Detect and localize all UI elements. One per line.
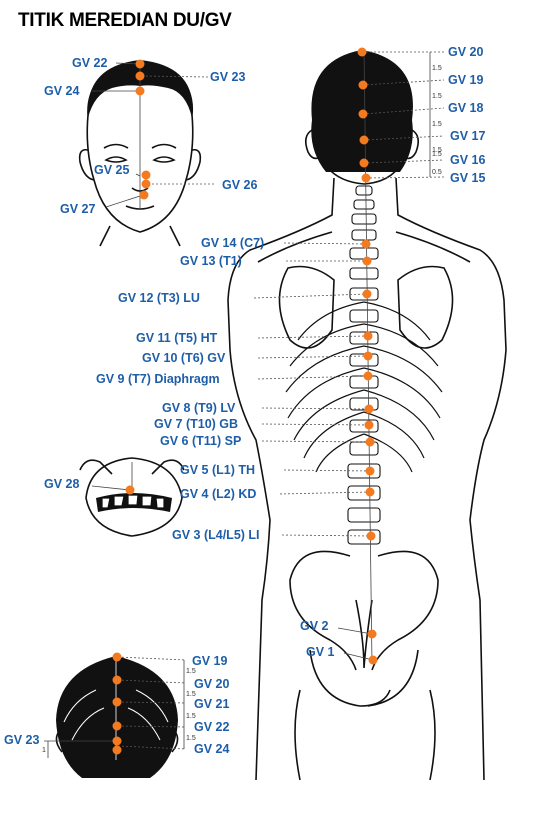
spacing-back-6: 0.5 [432,169,442,176]
label-gv3: GV 3 (L4/L5) LI [172,528,260,542]
point-gv11 [363,331,373,341]
point-gv16-back [359,158,369,168]
point-gv22-face [135,59,145,69]
point-gv14 [361,239,371,249]
label-face-gv23: GV 23 [210,70,245,84]
label-gv2: GV 2 [300,619,329,633]
label-crown-gv21: GV 21 [194,697,229,711]
point-gv3 [366,531,376,541]
label-gv15: GV 15 [450,171,485,185]
point-gv1 [368,655,378,665]
point-gv22-crown [112,721,122,731]
point-gv12 [362,289,372,299]
label-face-gv27: GV 27 [60,202,95,216]
label-crown-gv23: GV 23 [4,733,39,747]
point-gv5 [365,466,375,476]
crown-illustration [55,656,179,778]
point-gv28 [125,485,135,495]
point-gv17-back [359,135,369,145]
label-crown-gv19: GV 19 [192,654,227,668]
label-gv1: GV 1 [306,645,335,659]
spacing-back-4: 1.5 [432,147,442,154]
label-gv8: GV 8 (T9) LV [162,401,236,415]
label-gv17: GV 17 [450,129,485,143]
point-gv6 [365,437,375,447]
spacing-back-2: 1.5 [432,93,442,100]
point-gv26 [141,179,151,189]
acupoints [112,47,378,755]
point-gv9 [363,371,373,381]
point-gv13 [362,256,372,266]
label-gv20: GV 20 [448,45,483,59]
label-gv14: GV 14 (C7) [201,236,264,250]
point-gv24-face [135,86,145,96]
spacing-back-5: 1.5 [432,151,442,158]
diagram-title: TITIK MEREDIAN DU/GV [18,10,232,31]
face-illustration [78,60,202,247]
point-gv27 [139,190,149,200]
mouth-illustration [79,457,185,537]
label-gv5: GV 5 (L1) TH [180,463,255,477]
label-gv12: GV 12 (T3) LU [118,291,200,305]
crown-labels: GV 19 GV 20 GV 21 GV 22 GV 23 GV 24 [4,654,229,756]
point-gv15-back [361,173,371,183]
label-gv13: GV 13 (T1) [180,254,242,268]
label-gv11: GV 11 (T5) HT [136,331,218,345]
point-gv8 [364,404,374,414]
point-gv18-back [358,109,368,119]
label-gv9: GV 9 (T7) Diaphragm [96,372,220,386]
spacing-numbers: 1.5 1.5 1.5 1.5 1.5 0.5 1.5 1.5 1.5 1.5 … [42,65,442,754]
point-gv4 [365,487,375,497]
label-crown-gv22: GV 22 [194,720,229,734]
head-leader-lines [44,62,216,758]
spacing-crown-1: 1.5 [186,668,196,675]
point-gv24-crown [112,745,122,755]
label-face-gv24: GV 24 [44,84,79,98]
label-gv10: GV 10 (T6) GV [142,351,226,365]
point-gv20-crown [112,675,122,685]
spacing-back-1: 1.5 [432,65,442,72]
label-crown-gv20: GV 20 [194,677,229,691]
spacing-crown-2: 1.5 [186,691,196,698]
point-gv23-crown [112,736,122,746]
point-gv23-face [135,71,145,81]
point-gv25 [141,170,151,180]
label-gv19: GV 19 [448,73,483,87]
spacing-crown-4: 1.5 [186,735,196,742]
back-leader-lines [253,51,445,661]
point-gv10 [363,351,373,361]
point-gv7 [364,420,374,430]
back-labels: GV 20 GV 19 GV 18 GV 17 GV 16 GV 15 GV 1… [96,45,485,659]
label-gv7: GV 7 (T10) GB [154,417,238,431]
spacing-crown-3: 1.5 [186,713,196,720]
point-gv19-back [358,80,368,90]
label-mouth-gv28: GV 28 [44,477,79,491]
point-gv20-back [357,47,367,57]
face-labels: GV 22 GV 23 GV 24 GV 25 GV 26 GV 27 [44,56,257,216]
point-gv2 [367,629,377,639]
label-gv6: GV 6 (T11) SP [160,434,241,448]
label-face-gv26: GV 26 [222,178,257,192]
label-face-gv22: GV 22 [72,56,107,70]
label-face-gv25: GV 25 [94,163,129,177]
point-gv21-crown [112,697,122,707]
point-gv19-crown [112,652,122,662]
label-gv4: GV 4 (L2) KD [180,487,256,501]
spacing-back-3: 1.5 [432,121,442,128]
label-crown-gv24: GV 24 [194,742,229,756]
spacing-crown-5: 1 [42,747,46,754]
label-gv16: GV 16 [450,153,485,167]
label-gv18: GV 18 [448,101,483,115]
